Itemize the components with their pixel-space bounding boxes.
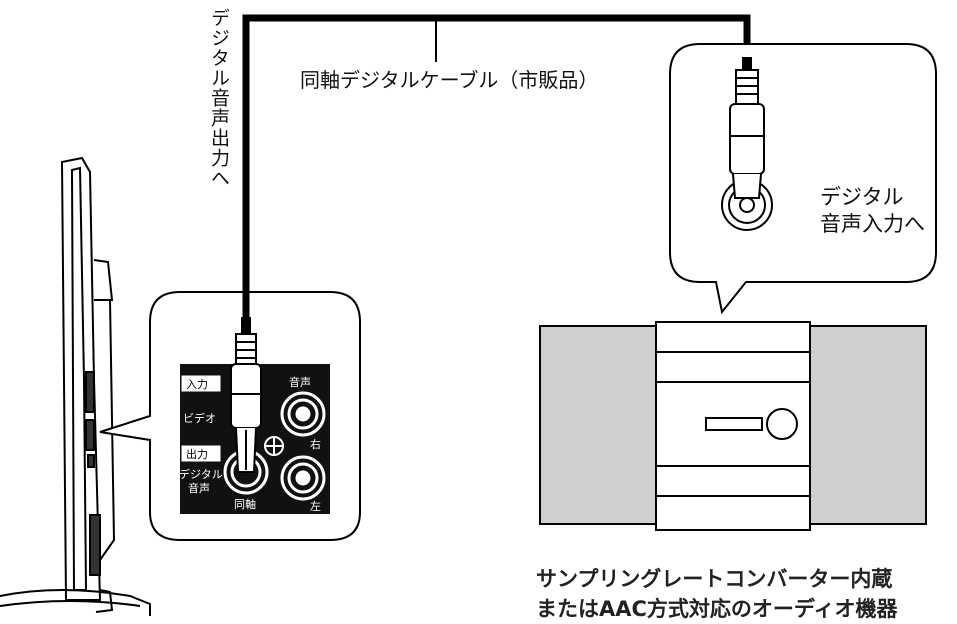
device-input-label: デジタル 音声入力へ <box>820 184 925 238</box>
panel-output-label: 出力 <box>186 447 208 461</box>
device-caption-line1: サンプリングレートコンバーター内蔵 <box>536 567 893 591</box>
input-callout <box>669 43 937 315</box>
audio-left-jack <box>280 455 326 501</box>
panel-digital-audio-label: 音声 <box>188 481 210 495</box>
device-input-label-line2: 音声入力へ <box>820 212 925 236</box>
jack-panel-callout <box>99 291 361 541</box>
panel-video-label: ビデオ <box>183 411 216 425</box>
tv-side-view <box>0 156 151 616</box>
tv-output-label: デジタル音声出力へ <box>208 8 230 188</box>
audio-right-jack <box>280 391 326 437</box>
panel-left-label: 左 <box>310 500 321 513</box>
cable-label: 同軸デジタルケーブル（市販品） <box>298 64 601 93</box>
panel-right-label: 右 <box>310 437 321 451</box>
audio-device <box>539 321 927 531</box>
device-caption-line2: またはAAC方式対応のオーディオ機器 <box>536 597 898 621</box>
panel-input-label: 入力 <box>186 378 208 391</box>
device-input-label-line1: デジタル <box>820 185 904 209</box>
left-speaker <box>539 325 663 525</box>
device-caption: サンプリングレートコンバーター内蔵 またはAAC方式対応のオーディオ機器 <box>536 564 897 624</box>
panel-coaxial-label: 同軸 <box>234 497 256 511</box>
device-plug <box>721 57 773 231</box>
knob <box>766 408 798 440</box>
coaxial-plug <box>230 317 262 473</box>
ground-symbol <box>264 436 284 456</box>
panel-digital-label: デジタル <box>179 467 223 481</box>
display-slot <box>705 417 763 431</box>
coaxial-cable <box>242 14 751 320</box>
panel-audio-label: 音声 <box>289 375 311 389</box>
right-speaker <box>803 325 927 525</box>
